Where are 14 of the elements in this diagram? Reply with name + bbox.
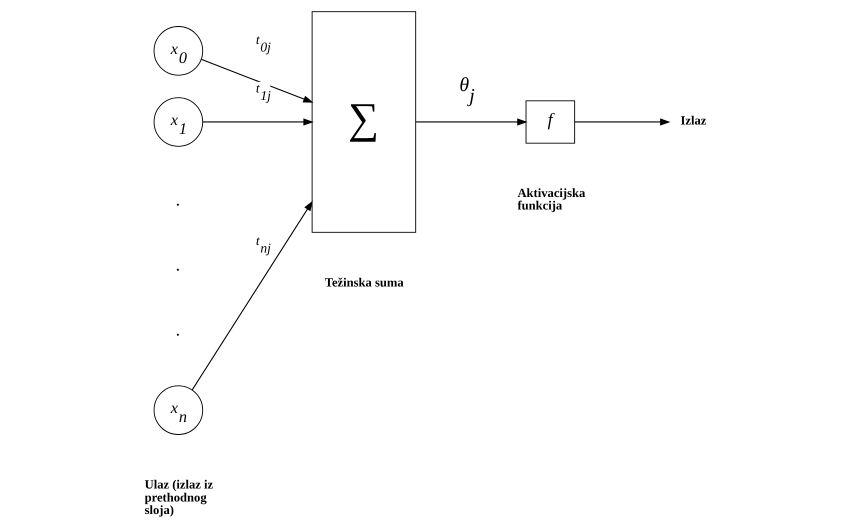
arrow (191, 200, 312, 390)
arrow (415, 118, 527, 126)
label: Aktivacijska funkcija (516, 186, 585, 213)
arrow (574, 118, 670, 126)
label: . (175, 319, 180, 340)
label: . (175, 254, 180, 275)
label: Težinska suma (324, 276, 404, 290)
node-text: Izlaz (680, 113, 706, 128)
node-box: f (525, 100, 575, 144)
arrow (202, 118, 314, 126)
label: Ulaz (izlaz iz prethodnog sloja) (144, 478, 213, 517)
node-box: ∑ (311, 11, 416, 233)
arrow (200, 58, 313, 103)
label: . (175, 190, 180, 210)
